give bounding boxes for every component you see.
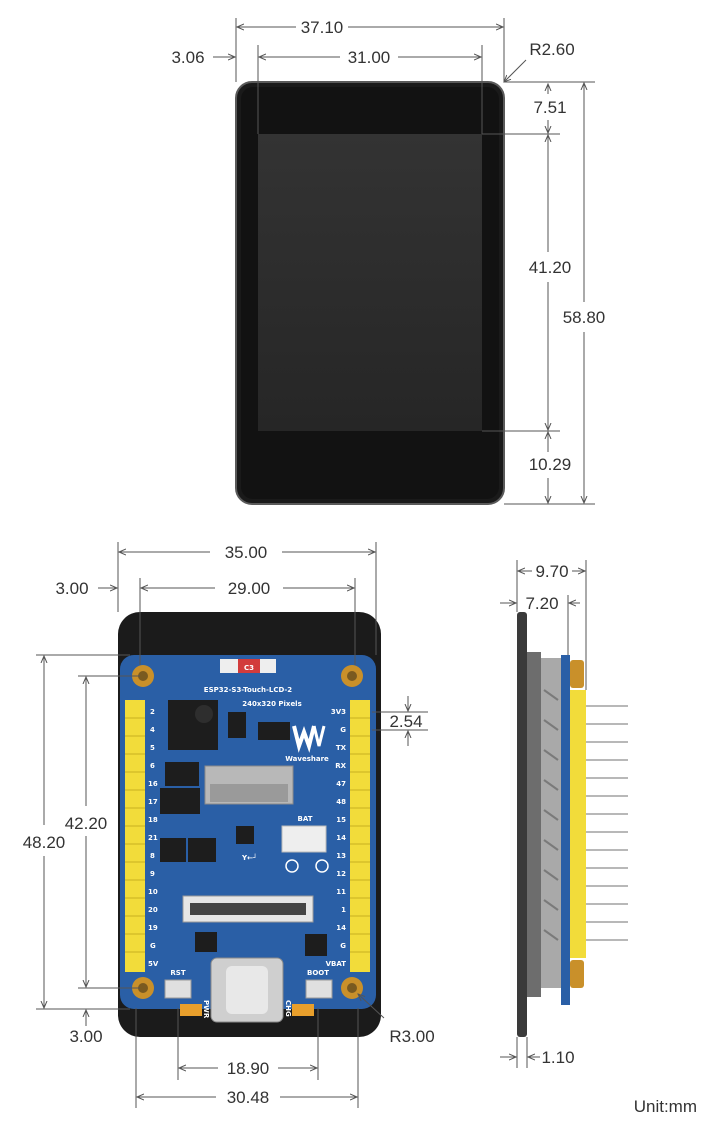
pin-label: 3V3 — [331, 708, 346, 716]
dim-usb-span: 18.90 — [227, 1059, 270, 1078]
dim-corner-radius-top: R2.60 — [529, 40, 574, 59]
pin-label: RX — [335, 762, 346, 770]
dim-side-front: 1.10 — [541, 1048, 574, 1067]
dim-pin-pitch: 2.54 — [389, 712, 422, 731]
imu-chip — [236, 826, 254, 844]
pin-label: 4 — [150, 726, 155, 734]
pin-label: G — [340, 942, 346, 950]
pin-label: 19 — [148, 924, 158, 932]
pin-label: 15 — [336, 816, 346, 824]
bat-label: BAT — [298, 815, 313, 823]
dim-header-span: 30.48 — [227, 1088, 270, 1107]
plus-icon — [315, 859, 329, 873]
dim-screen-height: 41.20 — [529, 258, 572, 277]
pin-label: G — [150, 942, 156, 950]
pin-label: 17 — [148, 798, 158, 806]
pin-label: 5 — [150, 744, 155, 752]
pin-label: 14 — [336, 834, 346, 842]
dim-hole-spacing-y: 42.20 — [65, 814, 108, 833]
pin-label: 10 — [148, 888, 158, 896]
side-lcd — [517, 612, 527, 1037]
dim-front-width: 37.10 — [301, 18, 344, 37]
pin-label: 18 — [148, 816, 158, 824]
side-view: 9.70 7.20 1.10 — [500, 560, 628, 1068]
pin-label: 48 — [336, 798, 346, 806]
dim-screen-width: 31.00 — [348, 48, 391, 67]
right-pin-labels: 3V3 G TX RX 47 48 15 14 13 12 11 1 14 G … — [326, 708, 347, 968]
board-tag: C3 — [244, 664, 254, 672]
pin-label: 11 — [336, 888, 346, 896]
brand-label: Waveshare — [285, 755, 329, 763]
pin-label: 2 — [150, 708, 155, 716]
rst-label: RST — [170, 969, 185, 977]
battery-connector — [281, 825, 327, 853]
left-pin-labels: 2 4 5 6 16 17 18 21 8 9 10 20 19 G 5V — [148, 708, 159, 968]
boot-label: BOOT — [307, 969, 329, 977]
back-view: 2 4 5 6 16 17 18 21 8 9 10 20 19 G 5V 3V… — [23, 542, 435, 1108]
esp32-chip — [168, 700, 218, 750]
pin-label: 47 — [336, 780, 346, 788]
pin-label: 21 — [148, 834, 158, 842]
boot-button — [305, 979, 333, 999]
dim-bezel-left: 3.06 — [171, 48, 204, 67]
dim-corner-radius-bottom: R3.00 — [389, 1027, 434, 1046]
dim-total-height: 58.80 — [563, 308, 606, 327]
dim-top-bezel: 7.51 — [533, 98, 566, 117]
dim-side-total: 9.70 — [535, 562, 568, 581]
front-view: 37.10 31.00 3.06 R2.60 7.51 41.20 10.29 … — [171, 18, 606, 505]
unit-label: Unit:mm — [634, 1097, 697, 1116]
pin-label: G — [340, 726, 346, 734]
rst-button — [164, 979, 192, 999]
mounting-hole-icon — [132, 665, 363, 999]
dim-hole-offset-bottom: 3.00 — [69, 1027, 102, 1046]
dim-hole-offset-left: 3.00 — [55, 579, 88, 598]
waveshare-logo-icon — [292, 725, 316, 753]
dim-hole-spacing-x: 29.00 — [228, 579, 271, 598]
pin-label: 16 — [148, 780, 158, 788]
dim-side-board: 7.20 — [525, 594, 558, 613]
pin-label: 14 — [336, 924, 346, 932]
board-model: ESP32-S3-Touch-LCD-2 — [204, 686, 293, 694]
pin-label: VBAT — [326, 960, 347, 968]
minus-icon — [285, 859, 299, 873]
pin-label: 5V — [148, 960, 159, 968]
pin-label: 9 — [150, 870, 155, 878]
board-resolution: 240x320 Pixels — [242, 700, 302, 708]
chg-label: CHG — [284, 1000, 292, 1017]
right-pin-header — [350, 700, 370, 972]
ic-regulator — [165, 762, 199, 786]
axis-glyphs: Y←┘ — [241, 853, 257, 862]
dim-board-width: 35.00 — [225, 543, 268, 562]
pin-label: TX — [336, 744, 347, 752]
lcd-screen — [258, 134, 482, 431]
side-pcb — [561, 655, 570, 1005]
pin-label: 20 — [148, 906, 158, 914]
ic-small — [258, 722, 290, 740]
pin-label: 8 — [150, 852, 155, 860]
side-header — [570, 690, 586, 958]
pin-label: 12 — [336, 870, 346, 878]
dim-bottom-bezel: 10.29 — [529, 455, 572, 474]
dim-board-height: 48.20 — [23, 833, 66, 852]
ic-small — [228, 712, 246, 738]
pin-label: 6 — [150, 762, 155, 770]
pwr-label: PWR — [202, 1000, 210, 1019]
ic-chip — [160, 788, 200, 814]
pin-label: 13 — [336, 852, 346, 860]
left-pin-header — [125, 700, 145, 972]
pin-label: 1 — [341, 906, 346, 914]
side-metal-frame — [541, 658, 561, 988]
